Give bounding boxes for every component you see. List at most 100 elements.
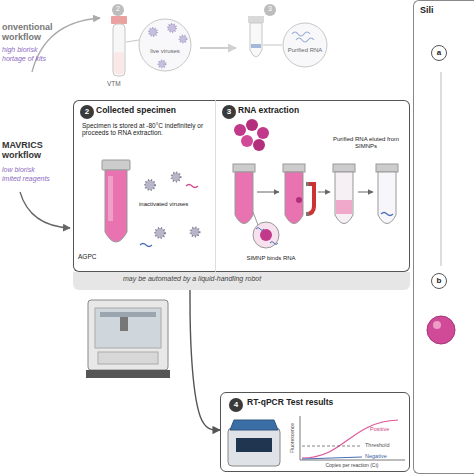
extraction-tubes — [376, 164, 398, 172]
tube-label: VTM — [107, 80, 132, 87]
liquid-handling-robot — [100, 312, 156, 317]
extraction-tubes — [333, 164, 355, 172]
chart-series-label: Negative — [365, 453, 403, 459]
qpcr-machine — [228, 428, 280, 466]
conventional-illustration — [283, 23, 327, 67]
step-panel: RNA extractionSIMNP binds RNAPurified RN… — [215, 100, 410, 272]
step-panel: Collected specimenSpecimen is stored at … — [73, 100, 215, 272]
simnp-beads — [253, 139, 265, 151]
conventional-illustration — [292, 32, 310, 36]
step-number: 3 — [264, 5, 276, 13]
agpc-tube — [105, 170, 127, 242]
axis-label: Copies per reaction (Ct) — [312, 463, 392, 469]
extraction-tubes — [336, 200, 352, 214]
workflow-note: high biorisk — [2, 46, 66, 54]
extraction-tubes — [358, 192, 373, 193]
conventional-illustration — [113, 24, 125, 76]
liquid-handling-robot — [88, 300, 168, 370]
simnp-beads — [257, 127, 269, 139]
workflow-note: imited reagents — [2, 175, 68, 183]
panel-letter: a — [432, 46, 446, 60]
conventional-illustration — [168, 24, 176, 32]
conventional-illustration — [250, 23, 262, 57]
inactivated-virus — [186, 185, 198, 188]
inactivated-virus — [155, 228, 165, 238]
step-number: 4 — [229, 398, 243, 412]
amplification-chart — [302, 457, 362, 459]
step-title: Collected specimen — [96, 106, 211, 116]
panel-letter: b — [431, 273, 447, 289]
step-number: 2 — [80, 105, 94, 119]
illustration-label: SIMNP binds RNA — [236, 255, 306, 262]
amplification-chart — [300, 416, 405, 460]
agpc-tube — [102, 160, 130, 170]
panel-heading: Sili — [420, 5, 470, 15]
right-panel-illustration — [427, 72, 455, 344]
simnp-beads — [234, 124, 246, 136]
extraction-tubes — [378, 172, 396, 224]
illustration-label: inactivated viruses — [139, 201, 209, 208]
automation-note: may be automated by a liquid-handling ro… — [123, 275, 403, 283]
extraction-tubes — [335, 172, 353, 224]
step-number: 2 — [112, 5, 124, 13]
right-panel-illustration — [427, 316, 455, 344]
extraction-tubes — [283, 164, 305, 172]
simnp-magnifier — [253, 212, 258, 225]
simnp-beads — [234, 119, 269, 151]
extraction-tubes — [285, 172, 303, 224]
inactivated-virus — [140, 173, 200, 247]
workflow-note: low biorisk — [2, 166, 68, 174]
magnet — [306, 184, 314, 214]
conventional-illustration — [263, 45, 282, 46]
step-title: RT-qPCR Test results — [247, 398, 407, 408]
conventional-illustration — [126, 40, 139, 42]
right-panel-illustration — [433, 321, 441, 329]
inactivated-virus — [172, 173, 181, 182]
extraction-tubes — [233, 164, 255, 172]
magnet — [306, 184, 309, 214]
liquid-handling-robot — [120, 317, 128, 331]
conventional-illustration — [139, 19, 191, 71]
illustration-label: live viruses — [143, 48, 187, 55]
extraction-tubes — [296, 197, 302, 203]
liquid-handling-robot — [86, 300, 170, 378]
simnp-beads — [241, 135, 253, 147]
conventional-illustration — [180, 36, 187, 43]
flow-arrow — [190, 290, 220, 430]
conventional-illustration — [114, 52, 124, 74]
right-panel-illustration — [441, 72, 442, 266]
magnet — [306, 184, 314, 214]
conventional-illustration — [112, 4, 124, 16]
conventional-illustration — [200, 47, 236, 49]
automation-band: may be automated by a liquid-handling ro… — [73, 272, 410, 290]
panel-letter: a — [431, 45, 447, 61]
simnp-beads — [246, 119, 258, 131]
workflow-title: MAVRICS workflow — [2, 140, 68, 161]
workflow-arrows — [20, 192, 70, 228]
conventional-illustration — [248, 16, 264, 23]
axis-label: Fluorescence — [290, 415, 296, 461]
liquid-handling-robot — [98, 352, 158, 364]
simnp-magnifier — [253, 212, 279, 248]
qpcr-machine — [236, 438, 272, 452]
chart-series-label: Positive — [370, 426, 406, 432]
liquid-handling-robot — [86, 370, 170, 378]
agpc-tube — [102, 160, 130, 242]
panel-letter: b — [432, 274, 446, 288]
step-number: 2 — [80, 105, 94, 119]
extraction-tubes — [233, 164, 398, 224]
results-panel: RT-qPCR Test results 4 — [220, 392, 410, 472]
conventional-illustration — [264, 4, 276, 16]
workflow-note: hortage of kits — [2, 55, 66, 63]
workflow-title: onventional workflow — [2, 22, 66, 43]
inactivated-virus — [145, 180, 155, 190]
conventional-illustration — [111, 4, 327, 76]
liquid-handling-robot — [95, 308, 161, 348]
conventional-illustration — [296, 38, 314, 42]
extraction-tubes — [257, 192, 279, 193]
amplification-chart — [302, 446, 362, 447]
step-number: 4 — [229, 398, 243, 412]
side-panel: Sili a b — [413, 0, 474, 474]
